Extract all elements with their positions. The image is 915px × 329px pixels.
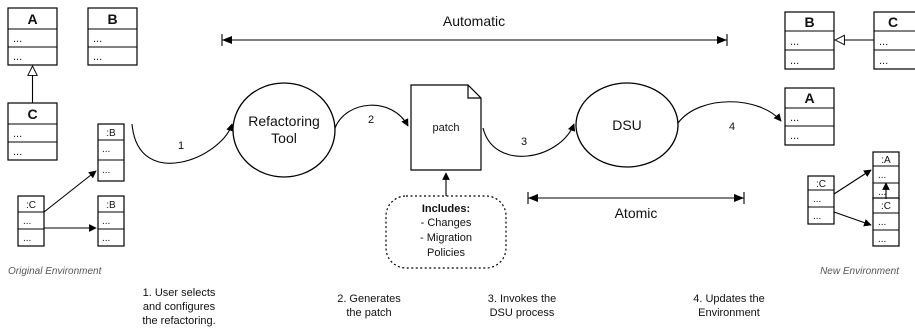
atomic-label: Atomic [615, 205, 658, 221]
class-attrs: ... [93, 33, 102, 45]
class-methods: ... [879, 55, 888, 67]
object-row: ... [102, 216, 110, 227]
includes-line-3: Policies [427, 247, 465, 259]
step-3-arrow [482, 123, 576, 157]
patch-label: patch [433, 122, 460, 134]
step-3-number: 3 [521, 136, 527, 148]
includes-line-1: - Changes [421, 217, 472, 229]
step-1-caption-line: 1. User selects [143, 287, 216, 299]
class-methods: ... [13, 51, 22, 63]
object-row: ... [878, 234, 886, 245]
class-methods: ... [13, 146, 22, 158]
object-row: ... [878, 217, 886, 228]
step-2-caption: 2. Generates the patch [337, 293, 401, 319]
class-methods: ... [790, 130, 799, 142]
dsu-label: DSU [612, 117, 642, 133]
object-row: ... [813, 194, 821, 205]
step-1-caption-line: and configures [143, 301, 216, 313]
class-attrs: ... [790, 36, 799, 48]
object-name: :B [106, 128, 116, 139]
object-row: ... [23, 233, 31, 244]
step-3-caption-line: 3. Invokes the [488, 293, 557, 305]
step-1-caption-line: the refactoring. [142, 315, 215, 327]
step-1-number: 1 [178, 140, 184, 152]
class-name: C [27, 106, 37, 122]
class-attrs: ... [879, 36, 888, 48]
includes-box [385, 195, 507, 269]
object-name: :C [816, 179, 826, 190]
object-row: ... [878, 170, 886, 181]
link-c-to-a-new [833, 169, 872, 195]
class-c-new: C ... ... [873, 11, 915, 70]
object-c-new: :C ... ... [807, 175, 835, 225]
step-4-arrow [677, 101, 782, 124]
step-2-number: 2 [368, 114, 374, 126]
patch-file-icon [410, 84, 482, 171]
link-c-to-b-top [43, 170, 97, 213]
step-3-caption: 3. Invokes the DSU process [488, 293, 557, 319]
class-name: B [804, 14, 814, 30]
step-2-caption-line: 2. Generates [337, 293, 401, 305]
step-4-caption-line: Environment [698, 307, 760, 319]
object-row: ... [878, 187, 886, 198]
class-name: A [27, 11, 37, 27]
object-c2-new: :C ... ... [872, 197, 900, 247]
refactoring-tool-label-line2: Tool [271, 130, 297, 146]
object-b-bottom-original: :B ... ... [97, 195, 125, 247]
object-name: :C [881, 201, 891, 212]
object-name: :C [26, 200, 36, 211]
class-attrs: ... [13, 128, 22, 140]
class-name: B [107, 11, 117, 27]
class-a-new: A ... ... [784, 87, 835, 146]
class-c-original: C ... ... [7, 102, 58, 161]
refactoring-tool-label-line1: Refactoring [248, 113, 320, 129]
object-name: :A [881, 155, 891, 166]
step-2-caption-line: the patch [346, 307, 391, 319]
class-b-new: B ... ... [784, 11, 835, 70]
class-name: C [888, 14, 898, 30]
dsu-node [575, 82, 679, 168]
class-b-original: B ... ... [87, 7, 138, 66]
class-attrs: ... [790, 112, 799, 124]
object-row: ... [23, 216, 31, 227]
new-environment-label: New Environment [820, 266, 900, 277]
class-a-original: A ... ... [7, 7, 58, 66]
automatic-label: Automatic [443, 13, 505, 29]
step-2-arrow [334, 104, 409, 129]
class-methods: ... [790, 55, 799, 67]
object-row: ... [102, 233, 110, 244]
step-3-caption-line: DSU process [490, 307, 555, 319]
object-row: ... [813, 211, 821, 222]
class-name: A [804, 90, 814, 106]
class-methods: ... [93, 51, 102, 63]
includes-title: Includes: [422, 203, 470, 215]
object-row: ... [102, 144, 110, 155]
object-row: ... [102, 165, 110, 176]
object-a-new: :A ... ... [872, 151, 900, 201]
step-4-caption-line: 4. Updates the [693, 293, 765, 305]
step-4-number: 4 [729, 121, 735, 133]
includes-line-2: - Migration [420, 232, 472, 244]
step-1-caption: 1. User selects and configures the refac… [142, 287, 216, 327]
object-b-top-original: :B ... ... [97, 123, 125, 182]
link-c-to-c-new [833, 211, 872, 227]
original-environment-label: Original Environment [8, 266, 103, 277]
class-attrs: ... [13, 33, 22, 45]
object-name: :B [106, 200, 116, 211]
object-c-original: :C ... ... [17, 195, 45, 247]
step-4-caption: 4. Updates the Environment [693, 293, 765, 319]
step-1-arrow [131, 123, 234, 164]
